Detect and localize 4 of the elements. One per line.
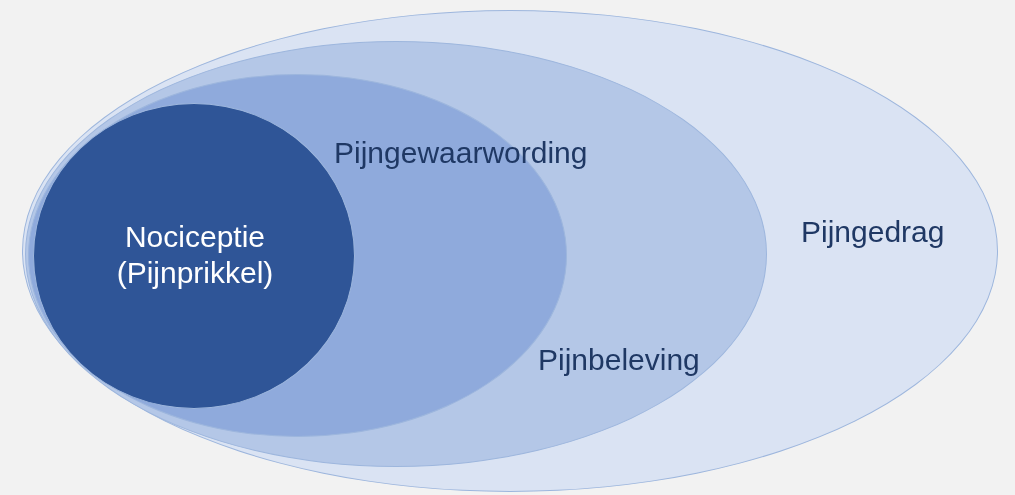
set-label: Nociceptie (Pijnprikkel)	[115, 219, 275, 291]
set-label: Pijnbeleving	[538, 342, 700, 378]
set-label: Pijngedrag	[801, 214, 945, 250]
set-label: Pijngewaarwording	[334, 135, 588, 171]
